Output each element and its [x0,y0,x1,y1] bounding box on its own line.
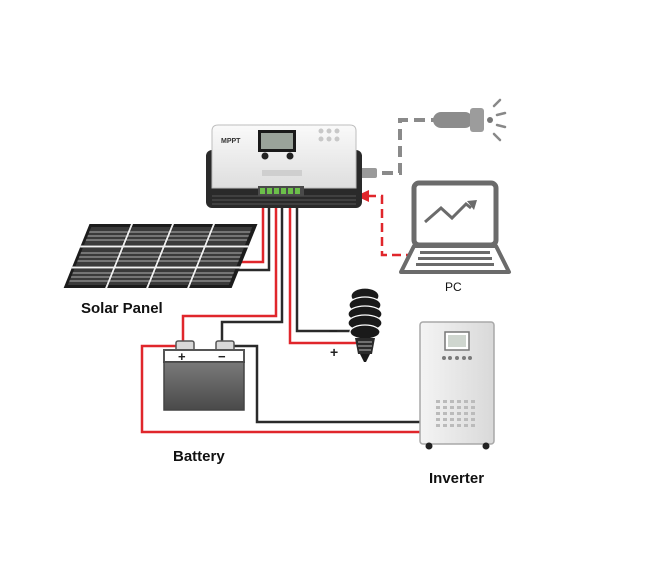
battery-minus-sign: − [218,349,226,364]
solar-panel-label: Solar Panel [81,300,163,317]
controller-brand: MPPT [221,138,241,145]
load-minus-sign: − [329,323,338,340]
inverter-icon [419,321,495,450]
pc-label: PC [445,280,462,294]
usb-cable [365,118,435,175]
battery-label: Battery [173,448,225,465]
wires [140,196,420,434]
battery-icon [163,340,245,411]
pc-signal-line [356,190,415,257]
charge-controller [206,124,362,208]
bulb-icon [347,287,383,362]
controller-terminals [258,186,304,196]
cigarette-plug-icon [433,98,507,142]
battery-plus-sign: + [178,349,186,364]
inverter-label: Inverter [429,470,485,487]
solar-panel-icon [63,224,258,288]
laptop-icon [399,180,511,274]
load-plus-sign: + [330,344,338,360]
